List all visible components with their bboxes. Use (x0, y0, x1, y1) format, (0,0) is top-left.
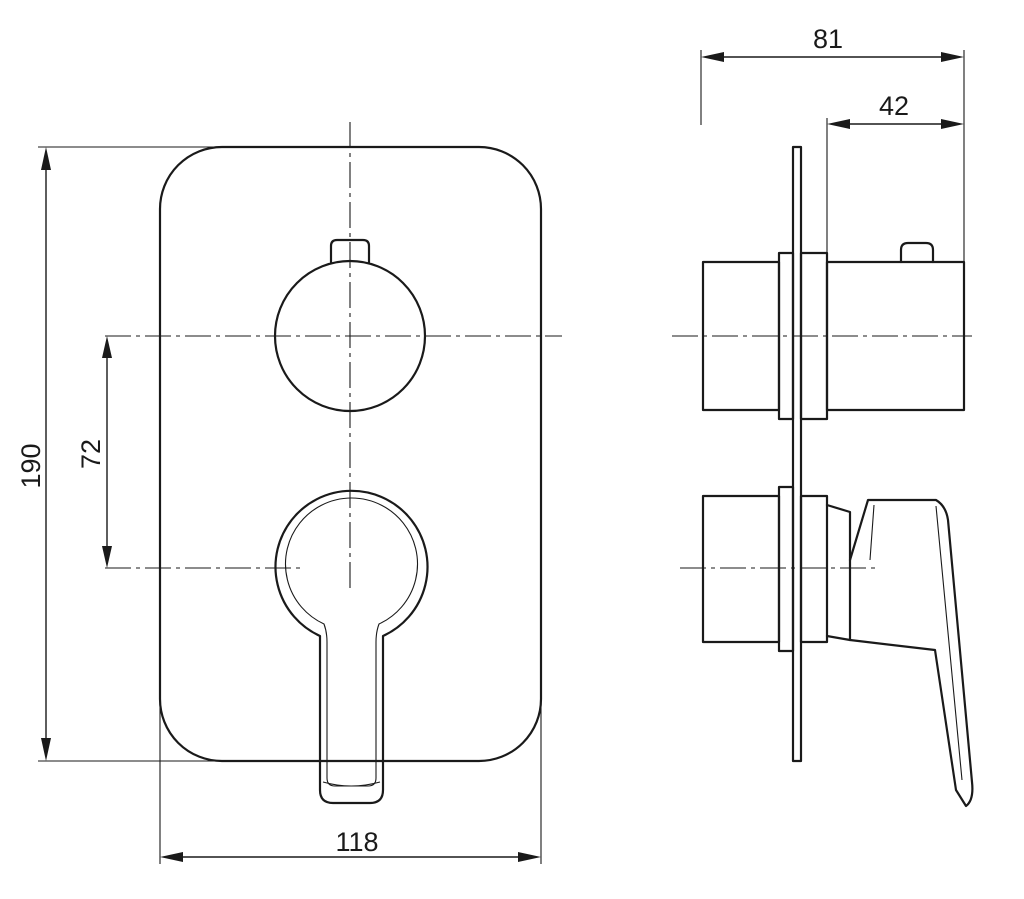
side-view: 81 42 (672, 24, 974, 808)
dimension-total-depth-label: 81 (813, 24, 843, 54)
upper-knob-tab (329, 238, 371, 264)
front-view: 190 72 118 (16, 122, 562, 864)
side-lever (848, 498, 974, 808)
dimension-axis-spacing: 72 (76, 336, 112, 568)
dimension-projection-depth: 42 (826, 91, 964, 262)
lever-handle (274, 489, 429, 805)
lever-handle-tip (322, 781, 381, 787)
dimension-total-depth: 81 (700, 24, 965, 262)
dimension-plate-height-label: 190 (16, 443, 46, 488)
side-plate (791, 145, 803, 763)
upper-knob (273, 238, 427, 413)
dimension-plate-width: 118 (159, 680, 542, 864)
dimension-projection-depth-label: 42 (879, 91, 909, 121)
dimension-plate-height: 190 (16, 146, 480, 762)
side-lower-body (701, 485, 974, 808)
dimension-axis-spacing-label: 72 (76, 439, 106, 469)
upper-knob-circle (273, 259, 427, 413)
lever-handle-outer (274, 489, 429, 805)
dimension-plate-width-label: 118 (335, 827, 378, 857)
side-lever-inner (869, 504, 963, 781)
side-knob-tab (899, 241, 935, 264)
side-upper-body (701, 241, 966, 421)
lever-handle-inner (284, 497, 419, 787)
